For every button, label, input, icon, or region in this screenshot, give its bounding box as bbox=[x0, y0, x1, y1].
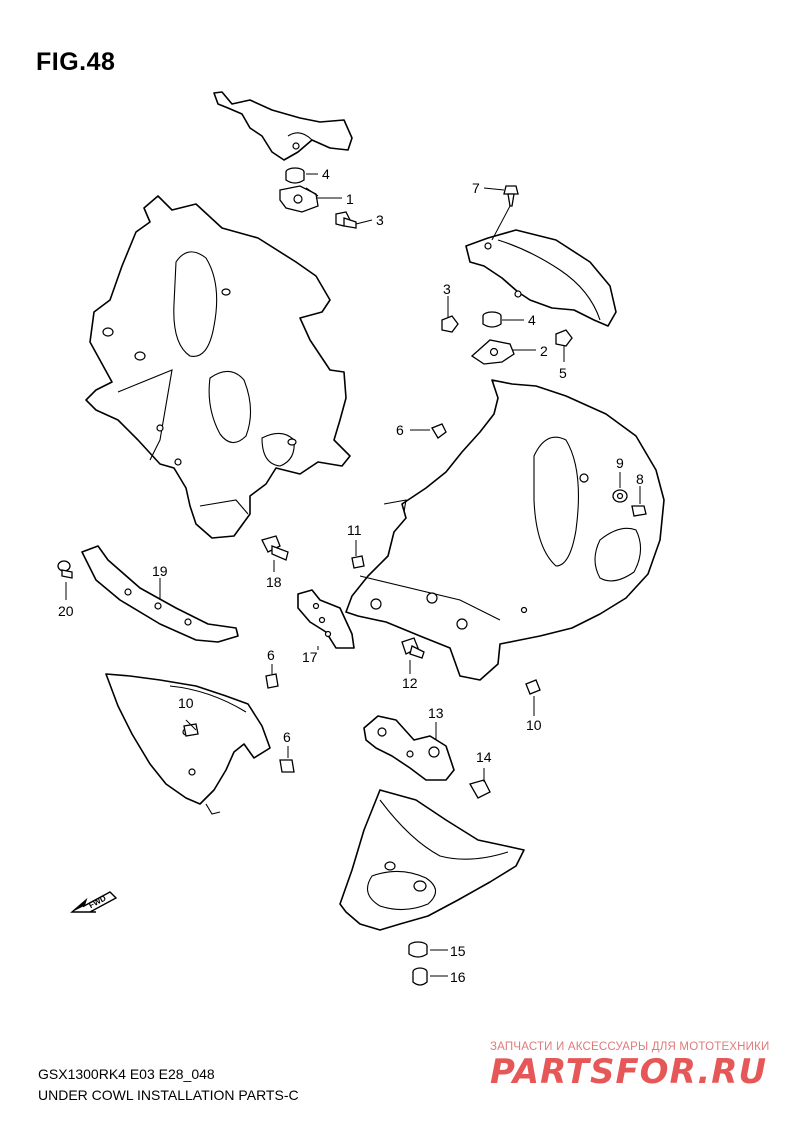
screw-16[interactable] bbox=[412, 967, 428, 986]
callout-13: 13 bbox=[428, 705, 444, 721]
bracket-2[interactable] bbox=[470, 339, 515, 365]
watermark-tagline: ЗАПЧАСТИ И АКСЕССУАРЫ ДЛЯ МОТОТЕХНИКИ bbox=[490, 1041, 770, 1053]
model-code: GSX1300RK4 E03 E28_048 bbox=[38, 1066, 215, 1082]
callout-19: 19 bbox=[152, 563, 168, 579]
bolt-3-right[interactable] bbox=[441, 315, 459, 333]
callout-20: 20 bbox=[58, 603, 74, 619]
callout-5: 5 bbox=[559, 365, 567, 381]
cushion-4-right[interactable] bbox=[482, 311, 502, 328]
callout-4-right: 4 bbox=[528, 312, 536, 328]
cushion-15[interactable] bbox=[408, 941, 428, 958]
callout-6-center: 6 bbox=[396, 422, 404, 438]
callout-6-lower-b: 6 bbox=[283, 729, 291, 745]
right-outer-cowl-part[interactable] bbox=[345, 379, 665, 681]
callout-1: 1 bbox=[346, 191, 354, 207]
forward-arrow-icon: FWD bbox=[70, 891, 118, 913]
screw-10-left[interactable] bbox=[183, 723, 199, 737]
bracket-1[interactable] bbox=[279, 185, 319, 213]
callout-2: 2 bbox=[540, 343, 548, 359]
bolt-3-top[interactable] bbox=[335, 211, 357, 229]
screw-8[interactable] bbox=[631, 505, 647, 517]
bracket-17[interactable] bbox=[297, 589, 355, 649]
callout-15: 15 bbox=[450, 943, 466, 959]
figure-title: FIG.48 bbox=[36, 48, 116, 76]
callout-3-right: 3 bbox=[443, 281, 451, 297]
watermark-logo: PARTSFOR.RU bbox=[490, 1052, 768, 1092]
clip-6-center[interactable] bbox=[431, 423, 447, 439]
screw-7[interactable] bbox=[503, 185, 519, 207]
callout-10-left: 10 bbox=[178, 695, 194, 711]
fastener-18[interactable] bbox=[261, 535, 289, 561]
bolt-14[interactable] bbox=[469, 779, 491, 799]
callout-12: 12 bbox=[402, 675, 418, 691]
callout-4-top: 4 bbox=[322, 166, 330, 182]
callout-6-lower-a: 6 bbox=[267, 647, 275, 663]
section-title: UNDER COWL INSTALLATION PARTS-C bbox=[38, 1087, 299, 1103]
cushion-4-top[interactable] bbox=[285, 167, 305, 184]
callout-7: 7 bbox=[472, 180, 480, 196]
callout-8: 8 bbox=[636, 471, 644, 487]
screw-11[interactable] bbox=[351, 555, 365, 569]
callout-14: 14 bbox=[476, 749, 492, 765]
strip-19[interactable] bbox=[81, 545, 239, 643]
bolt-12[interactable] bbox=[401, 637, 425, 659]
bolt-5[interactable] bbox=[555, 329, 573, 347]
callout-17: 17 bbox=[302, 649, 318, 665]
under-cowl-part[interactable] bbox=[339, 789, 525, 931]
screw-10-right[interactable] bbox=[525, 679, 541, 695]
callout-3-top: 3 bbox=[376, 212, 384, 228]
right-upper-bracket-part[interactable] bbox=[465, 229, 617, 327]
bracket-13[interactable] bbox=[363, 715, 455, 781]
upper-bracket-part[interactable] bbox=[213, 91, 353, 161]
grommet-9[interactable] bbox=[612, 489, 628, 503]
left-inner-cowl-part[interactable] bbox=[85, 195, 351, 539]
callout-18: 18 bbox=[266, 574, 282, 590]
clip-6-lower-b[interactable] bbox=[279, 759, 295, 773]
clip-6-lower-a[interactable] bbox=[265, 673, 279, 689]
callout-11: 11 bbox=[347, 522, 362, 538]
callout-9: 9 bbox=[616, 455, 624, 471]
screw-20[interactable] bbox=[57, 560, 73, 579]
leader-lines bbox=[65, 173, 641, 977]
callout-10-right: 10 bbox=[526, 717, 542, 733]
callout-16: 16 bbox=[450, 969, 466, 985]
callout-labels: 4 1 3 7 3 4 2 5 6 9 8 11 18 19 20 17 12 … bbox=[58, 166, 644, 985]
